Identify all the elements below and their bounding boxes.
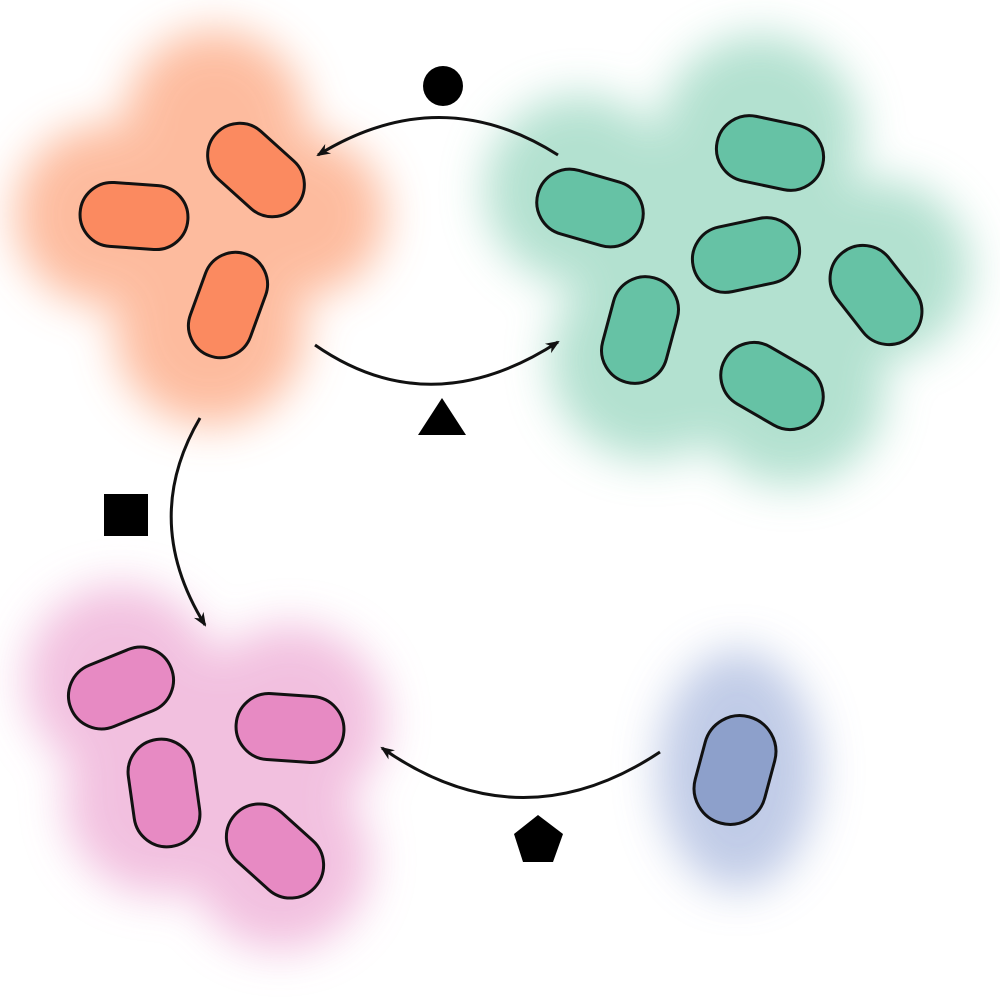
arrow-green-to-orange	[316, 116, 559, 157]
circle-icon	[423, 66, 463, 106]
pink-cell	[234, 692, 346, 764]
pink-cell	[126, 737, 202, 849]
pentagon-icon	[514, 815, 563, 862]
orange-cell	[78, 180, 190, 252]
arrow-orange-to-green	[314, 340, 560, 386]
orange-cluster-glow	[15, 30, 385, 425]
pink-cluster-glow	[25, 585, 385, 950]
green-cell	[690, 216, 802, 294]
arrow-blue-to-pink	[380, 746, 661, 799]
blue-cell	[692, 714, 778, 826]
arrow-orange-to-pink	[169, 417, 207, 627]
cells	[67, 114, 924, 900]
triangle-icon	[418, 398, 466, 435]
green-cell	[714, 114, 826, 192]
green-cell	[535, 167, 645, 249]
edge-markers	[104, 66, 563, 862]
arrows	[169, 116, 661, 799]
square-icon	[104, 494, 148, 536]
pink-cell	[224, 802, 326, 900]
green-cell	[600, 275, 680, 385]
green-cell	[828, 243, 924, 347]
green-cell	[719, 341, 825, 431]
orange-cell	[206, 121, 306, 219]
orange-cell	[186, 250, 270, 360]
pink-cell	[67, 645, 175, 731]
